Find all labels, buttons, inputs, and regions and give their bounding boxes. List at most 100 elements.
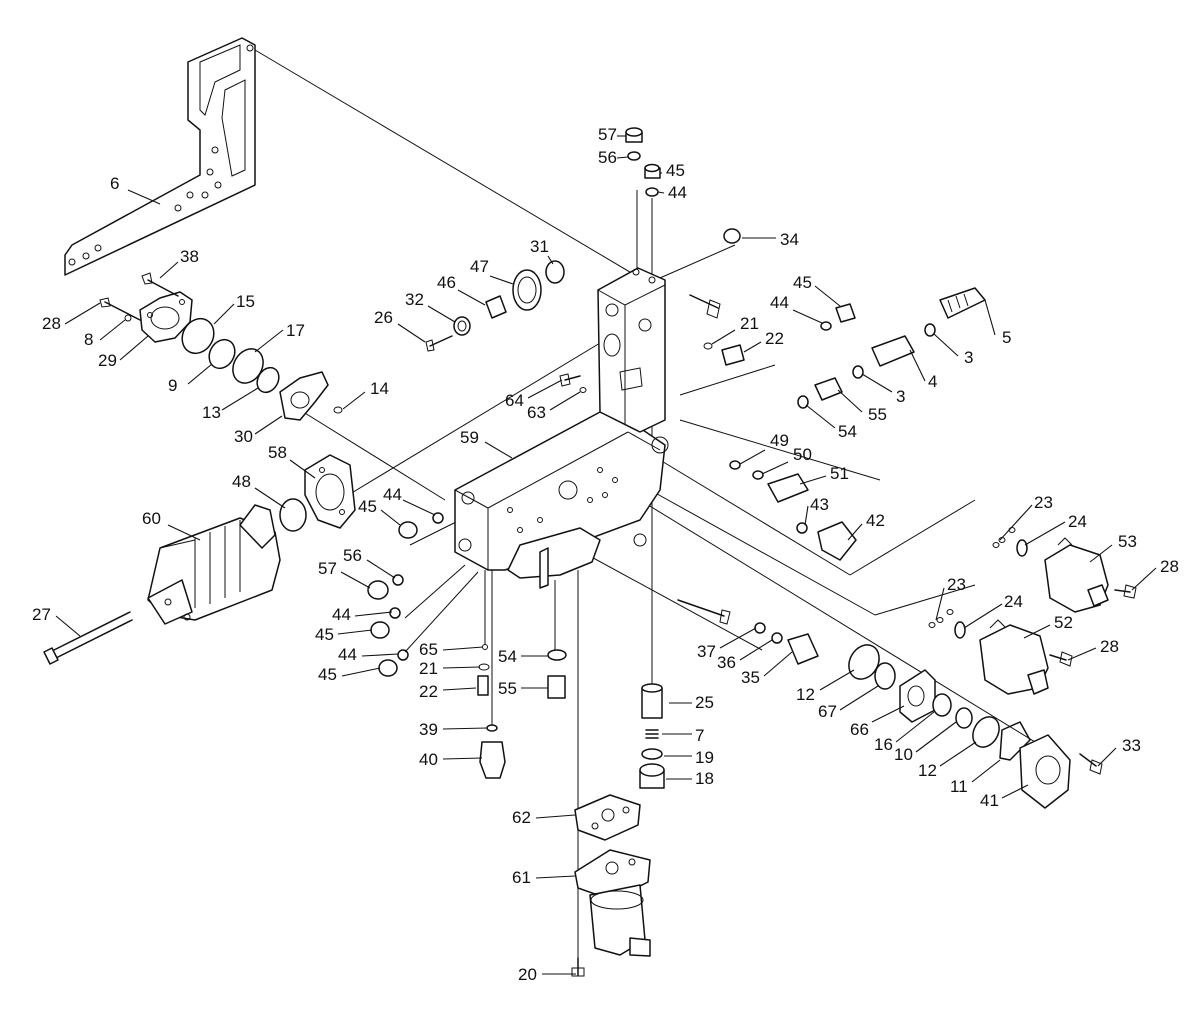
callout-34: 34 bbox=[780, 230, 799, 249]
mid-right-fittings bbox=[729, 460, 857, 561]
leader-line-39 bbox=[442, 727, 488, 730]
callout-3: 3 bbox=[964, 348, 973, 367]
solenoid-52 bbox=[928, 609, 1073, 695]
callout-32: 32 bbox=[405, 290, 424, 309]
leader-line-28 bbox=[64, 302, 101, 325]
solenoid-41-stack bbox=[848, 644, 1103, 809]
bottom-center-parts bbox=[477, 644, 567, 779]
callout-40: 40 bbox=[419, 750, 438, 769]
leader-line-48 bbox=[254, 487, 286, 509]
callout-3: 3 bbox=[896, 387, 905, 406]
callout-66: 66 bbox=[850, 720, 869, 739]
assembly-lines bbox=[254, 49, 1041, 960]
leader-line-46 bbox=[457, 289, 486, 306]
leader-line-49 bbox=[739, 449, 766, 465]
callout-31: 31 bbox=[530, 237, 549, 256]
callout-25: 25 bbox=[695, 693, 714, 712]
callout-60: 60 bbox=[142, 509, 161, 528]
leader-line-22 bbox=[442, 687, 477, 691]
leader-line-45 bbox=[380, 509, 401, 526]
callout-33: 33 bbox=[1122, 736, 1141, 755]
callout-11: 11 bbox=[950, 777, 968, 796]
gear-47 bbox=[425, 260, 565, 352]
leader-line-12 bbox=[939, 741, 977, 767]
callout-45: 45 bbox=[793, 273, 812, 292]
callout-21: 21 bbox=[419, 659, 438, 678]
gasket-58 bbox=[279, 454, 356, 532]
leader-line-64 bbox=[527, 379, 563, 399]
leader-line-43 bbox=[804, 505, 809, 526]
callout-5: 5 bbox=[1002, 328, 1011, 347]
leader-line-10 bbox=[915, 721, 957, 753]
leader-line-24 bbox=[1024, 521, 1066, 546]
callout-14: 14 bbox=[370, 379, 389, 398]
leader-line-44 bbox=[361, 653, 399, 657]
leader-line-51 bbox=[799, 475, 827, 485]
leader-line-42 bbox=[847, 523, 863, 541]
leader-line-52 bbox=[1023, 624, 1051, 639]
callout-50: 50 bbox=[793, 445, 812, 464]
leader-line-4 bbox=[909, 349, 926, 382]
leader-line-31 bbox=[547, 255, 554, 265]
pump-60 bbox=[147, 504, 281, 625]
leader-line-3 bbox=[861, 373, 893, 393]
leader-line-59 bbox=[484, 441, 513, 459]
callout-4: 4 bbox=[928, 372, 937, 391]
leader-line-9 bbox=[187, 363, 213, 385]
callout-61: 61 bbox=[512, 868, 531, 887]
valve-body-59 bbox=[454, 411, 669, 589]
callout-18: 18 bbox=[695, 769, 714, 788]
leader-line-35 bbox=[763, 651, 793, 677]
callout-44: 44 bbox=[338, 645, 357, 664]
leader-line-26 bbox=[397, 323, 426, 343]
leader-line-63 bbox=[549, 391, 581, 411]
bolt-34 bbox=[689, 228, 741, 319]
flange-cover-29 bbox=[99, 272, 193, 343]
leader-line-45 bbox=[341, 667, 381, 677]
leader-line-67 bbox=[839, 685, 879, 711]
callout-64: 64 bbox=[505, 391, 524, 410]
callout-35: 35 bbox=[741, 668, 760, 687]
callout-28: 28 bbox=[1160, 557, 1179, 576]
leader-line-38 bbox=[159, 261, 179, 279]
callout-65: 65 bbox=[419, 640, 438, 659]
leader-line-6 bbox=[127, 189, 161, 205]
leader-line-56 bbox=[366, 559, 396, 579]
leader-line-21 bbox=[711, 329, 736, 345]
callout-43: 43 bbox=[810, 495, 829, 514]
leader-line-45 bbox=[337, 629, 373, 635]
callout-44: 44 bbox=[770, 293, 789, 312]
callout-24: 24 bbox=[1068, 512, 1087, 531]
callout-17: 17 bbox=[286, 321, 305, 340]
leader-line-17 bbox=[254, 329, 284, 353]
callout-45: 45 bbox=[318, 665, 337, 684]
callout-42: 42 bbox=[866, 511, 885, 530]
callout-44: 44 bbox=[383, 485, 402, 504]
gasket-plate-6 bbox=[64, 37, 256, 276]
callout-26: 26 bbox=[374, 308, 393, 327]
callout-39: 39 bbox=[419, 720, 438, 739]
callout-55: 55 bbox=[868, 405, 887, 424]
leader-line-16 bbox=[895, 711, 935, 743]
callout-9: 9 bbox=[168, 376, 177, 395]
leader-line-15 bbox=[213, 303, 235, 325]
callout-62: 62 bbox=[512, 808, 531, 827]
callout-54: 54 bbox=[498, 647, 517, 666]
small-flange-30 bbox=[279, 371, 329, 421]
leader-line-61 bbox=[535, 875, 576, 879]
callout-49: 49 bbox=[770, 431, 789, 450]
leader-line-47 bbox=[489, 275, 514, 285]
leader-line-65 bbox=[442, 646, 484, 651]
callout-12: 12 bbox=[918, 761, 937, 780]
leader-line-22 bbox=[743, 341, 762, 353]
callout-37: 37 bbox=[697, 642, 716, 661]
callout-48: 48 bbox=[232, 472, 251, 491]
leader-line-54 bbox=[805, 404, 836, 429]
callout-7: 7 bbox=[695, 726, 704, 745]
leader-line-44 bbox=[657, 191, 665, 194]
callout-36: 36 bbox=[717, 653, 736, 672]
leader-line-8 bbox=[99, 319, 126, 341]
callout-leaders bbox=[55, 135, 1157, 975]
